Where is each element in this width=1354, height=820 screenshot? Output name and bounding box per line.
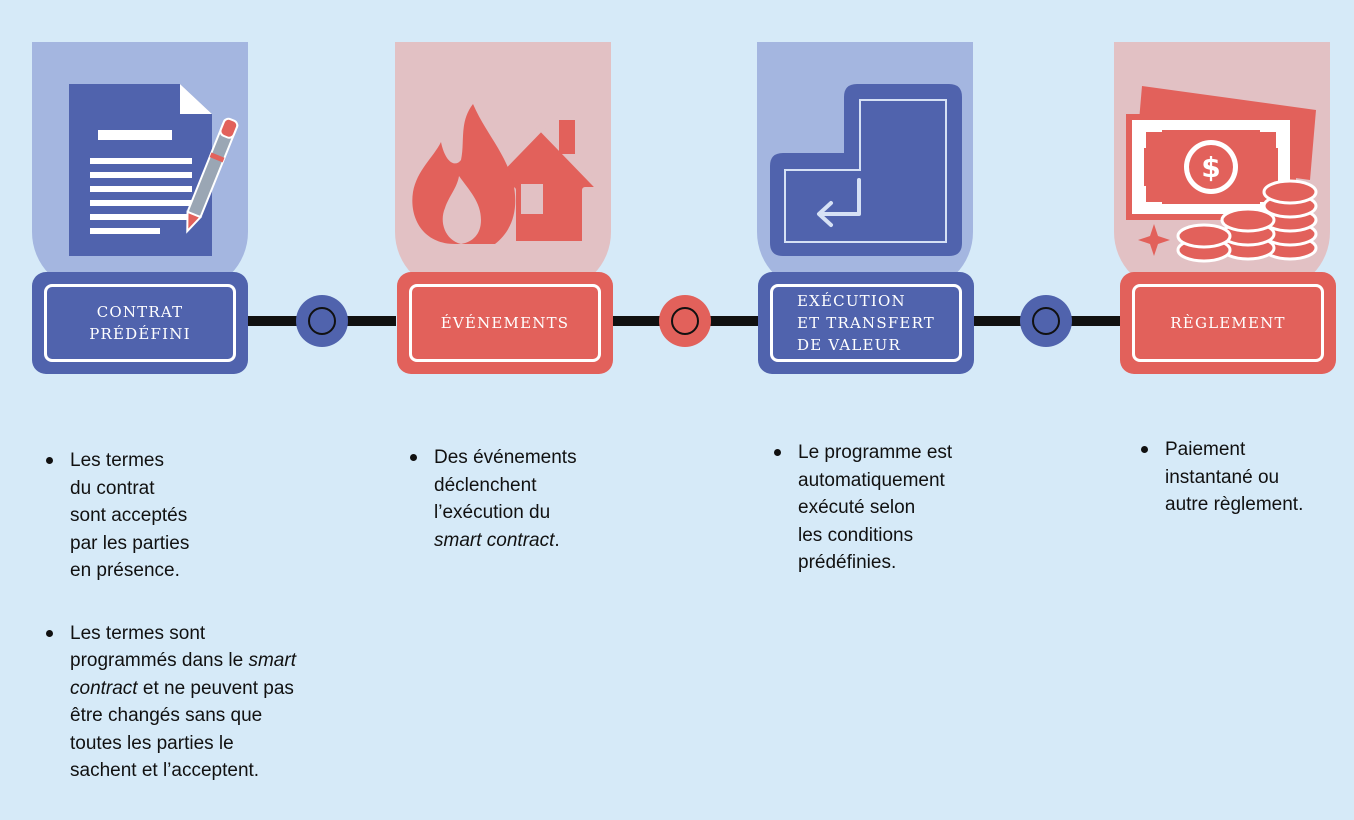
step-1-label: CONTRAT PRÉDÉFINI (89, 303, 191, 343)
step-4-label-box: RÈGLEMENT (1120, 272, 1336, 374)
bullet-item: Paiement instantané ou autre règlement. (1139, 436, 1349, 519)
step-3-label-box: EXÉCUTION ET TRANSFERT DE VALEUR (758, 272, 974, 374)
step-3-label: EXÉCUTION ET TRANSFERT DE VALEUR (796, 292, 936, 354)
step-3-bullets: Le programme est automatiquement exécuté… (772, 439, 1042, 612)
step-2-label-box: ÉVÉNEMENTS (397, 272, 613, 374)
bullet-item: Le programme est automatiquement exécuté… (772, 439, 1042, 577)
money-coins-icon: $ (1114, 70, 1330, 270)
step-2-bullets: Des événements déclenchent l’exécution d… (408, 444, 668, 589)
connector-dot-2 (659, 295, 711, 347)
bullet-item: Les termes sont programmés dans le smart… (44, 620, 344, 785)
step-2-label: ÉVÉNEMENTS (440, 314, 570, 332)
step-1-bullets: Les termes du contrat sont acceptés par … (44, 447, 344, 820)
connector-dot-1 (296, 295, 348, 347)
bullet-item: Les termes du contrat sont acceptés par … (44, 447, 344, 585)
svg-text:$: $ (1201, 151, 1220, 184)
connector-dot-3 (1020, 295, 1072, 347)
enter-key-icon (757, 70, 973, 270)
step-4-label: RÈGLEMENT (1170, 314, 1286, 332)
bullet-item: Des événements déclenchent l’exécution d… (408, 444, 668, 554)
contract-document-pen-icon (32, 70, 248, 270)
house-fire-icon (395, 70, 611, 270)
step-1-label-box: CONTRAT PRÉDÉFINI (32, 272, 248, 374)
step-4-bullets: Paiement instantané ou autre règlement. (1139, 436, 1349, 554)
